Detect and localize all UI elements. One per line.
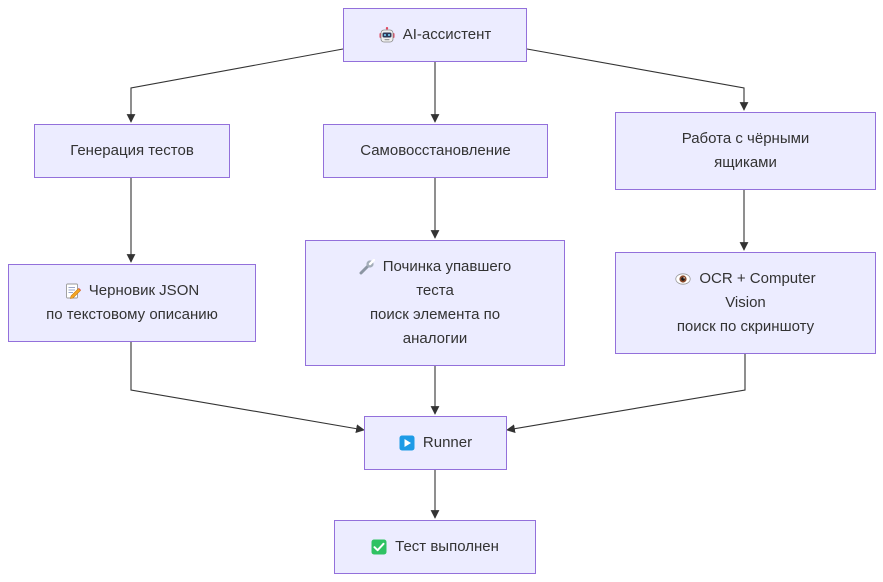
robot-icon xyxy=(379,27,395,43)
node-json-draft-line2: по текстовому описанию xyxy=(46,306,218,323)
node-runner: Runner xyxy=(364,416,507,470)
check-mark-icon xyxy=(371,539,387,555)
node-self-healing-label: Самовосстановление xyxy=(360,142,511,159)
node-ocr-line3: поиск по скриншоту xyxy=(676,318,815,335)
edge-ai-to-gen xyxy=(126,48,344,123)
node-test-completed-label: Тест выполнен xyxy=(395,538,499,555)
edge-ocr-to-runner xyxy=(506,354,746,434)
node-self-healing: Самовосстановление xyxy=(323,124,548,178)
memo-icon xyxy=(65,283,81,299)
node-test-completed: Тест выполнен xyxy=(334,520,536,574)
eye-icon xyxy=(675,271,691,287)
node-repair-line1: Починка упавшего xyxy=(382,258,512,275)
node-test-generation: Генерация тестов xyxy=(34,124,230,178)
node-black-boxes-line1: Работа с чёрными xyxy=(681,130,810,147)
node-ai-assistant-label: AI-ассистент xyxy=(402,26,492,43)
node-repair-line2: теста xyxy=(416,282,454,299)
node-test-generation-label: Генерация тестов xyxy=(70,142,194,159)
node-ocr-line1: OCR + Computer xyxy=(699,270,816,287)
play-button-icon xyxy=(399,435,415,451)
node-black-boxes: Работа с чёрными ящиками xyxy=(615,112,876,190)
node-black-boxes-line2: ящиками xyxy=(714,154,777,171)
wrench-icon xyxy=(359,258,375,275)
node-ocr-line2: Vision xyxy=(725,294,766,311)
node-ai-assistant: AI-ассистент xyxy=(343,8,527,62)
node-repair-failed-test: Починка упавшего теста поиск элемента по… xyxy=(305,240,565,366)
node-runner-label: Runner xyxy=(422,434,473,451)
edge-draft-to-runner xyxy=(130,342,365,433)
edge-ai-to-black xyxy=(526,48,749,111)
node-ocr-computer-vision: OCR + Computer Vision поиск по скриншоту xyxy=(615,252,876,354)
node-json-draft-line1: Черновик JSON xyxy=(88,282,200,299)
node-repair-line3: поиск элемента по xyxy=(369,306,501,323)
node-repair-line4: аналогии xyxy=(402,330,468,347)
node-json-draft: Черновик JSON по текстовому описанию xyxy=(8,264,256,342)
